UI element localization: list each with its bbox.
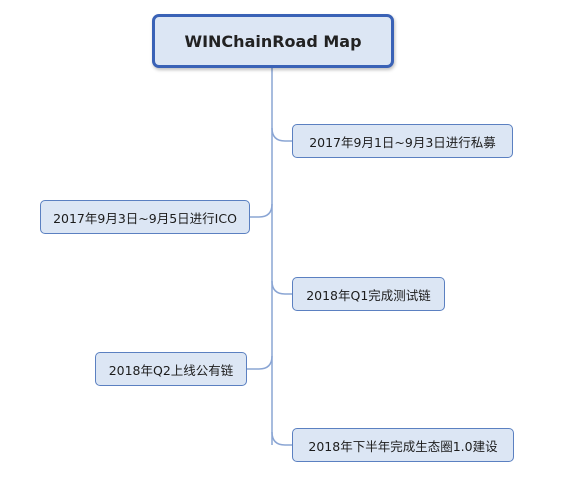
- connector-node-5: [271, 431, 292, 446]
- root-node-title: WINChainRoad Map: [152, 14, 394, 68]
- connector-node-4: [247, 355, 273, 370]
- connector-node-2: [250, 203, 273, 218]
- node-ico: 2017年9月3日~9月5日进行ICO: [40, 200, 250, 234]
- node-testnet: 2018年Q1完成测试链: [292, 277, 445, 311]
- connector-node-1: [271, 127, 292, 142]
- node-mainnet: 2018年Q2上线公有链: [95, 352, 247, 386]
- node-ecosystem: 2018年下半年完成生态圈1.0建设: [292, 428, 514, 462]
- node-private-sale: 2017年9月1日~9月3日进行私募: [292, 124, 513, 158]
- connector-node-3: [271, 280, 292, 295]
